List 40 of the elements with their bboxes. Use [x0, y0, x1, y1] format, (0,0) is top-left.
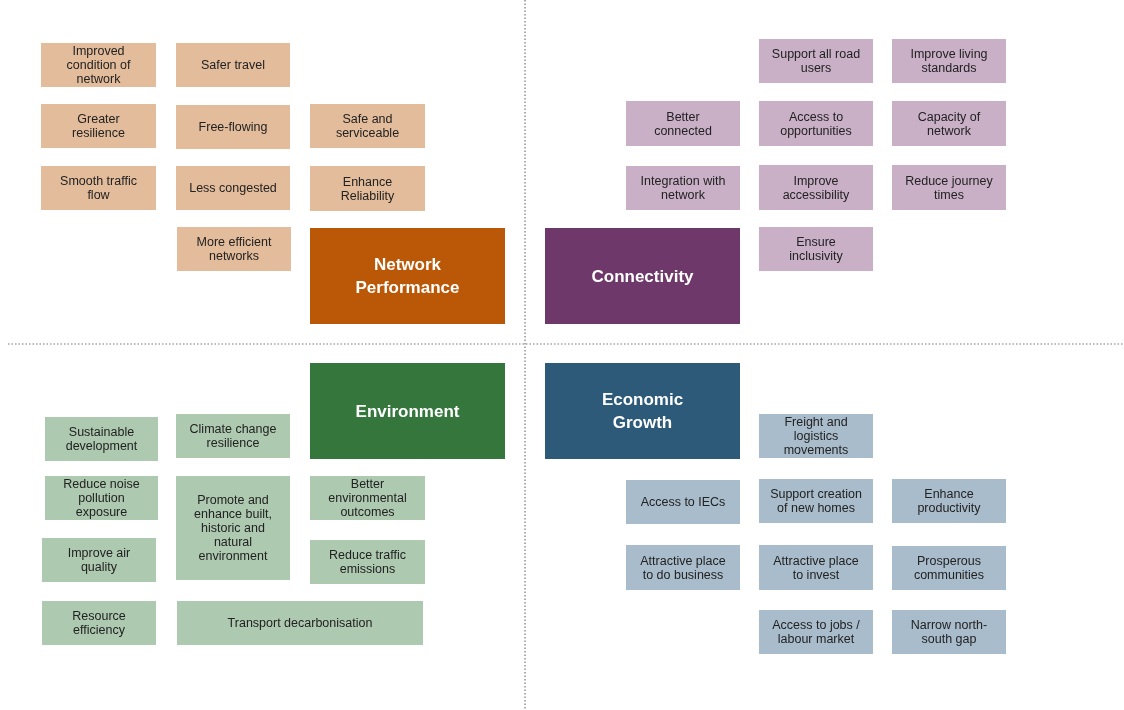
- outcome-box: Attractive place to invest: [759, 545, 873, 590]
- outcome-box: Enhance Reliability: [310, 166, 425, 211]
- outcome-box: Safe and serviceable: [310, 104, 425, 148]
- outcome-box: Less congested: [176, 166, 290, 210]
- outcome-box: Improve living standards: [892, 39, 1006, 83]
- outcome-box: Greater resilience: [41, 104, 156, 148]
- outcome-box: Narrow north-south gap: [892, 610, 1006, 654]
- theme-box: Environment: [310, 363, 505, 459]
- outcome-box: Transport decarbonisation: [177, 601, 423, 645]
- outcome-box: Improved condition of network: [41, 43, 156, 87]
- outcome-box: Free-flowing: [176, 105, 290, 149]
- outcome-box: Climate change resilience: [176, 414, 290, 458]
- outcome-box: Attractive place to do business: [626, 545, 740, 590]
- theme-box: Connectivity: [545, 228, 740, 324]
- outcome-box: Smooth traffic flow: [41, 166, 156, 210]
- outcome-box: Better connected: [626, 101, 740, 146]
- theme-box: Network Performance: [310, 228, 505, 324]
- outcome-box: Safer travel: [176, 43, 290, 87]
- outcome-box: Better environmental outcomes: [310, 476, 425, 520]
- outcome-box: Resource efficiency: [42, 601, 156, 645]
- outcome-box: Sustainable development: [45, 417, 158, 461]
- outcome-box: Prosperous communities: [892, 546, 1006, 590]
- outcome-box: More efficient networks: [177, 227, 291, 271]
- outcome-box: Support creation of new homes: [759, 479, 873, 523]
- outcome-box: Enhance productivity: [892, 479, 1006, 523]
- outcome-box: Reduce journey times: [892, 165, 1006, 210]
- outcome-box: Integration with network: [626, 166, 740, 210]
- outcome-box: Access to jobs / labour market: [759, 610, 873, 654]
- outcome-box: Access to opportunities: [759, 101, 873, 146]
- theme-box: Economic Growth: [545, 363, 740, 459]
- outcome-box: Reduce noise pollution exposure: [45, 476, 158, 520]
- outcome-box: Ensure inclusivity: [759, 227, 873, 271]
- outcome-box: Reduce traffic emissions: [310, 540, 425, 584]
- outcome-box: Access to IECs: [626, 480, 740, 524]
- outcome-box: Capacity of network: [892, 101, 1006, 146]
- outcome-box: Improve air quality: [42, 538, 156, 582]
- outcome-box: Improve accessibility: [759, 165, 873, 210]
- outcome-box: Support all road users: [759, 39, 873, 83]
- outcome-box: Freight and logistics movements: [759, 414, 873, 458]
- outcome-box: Promote and enhance built, historic and natural environment: [176, 476, 290, 580]
